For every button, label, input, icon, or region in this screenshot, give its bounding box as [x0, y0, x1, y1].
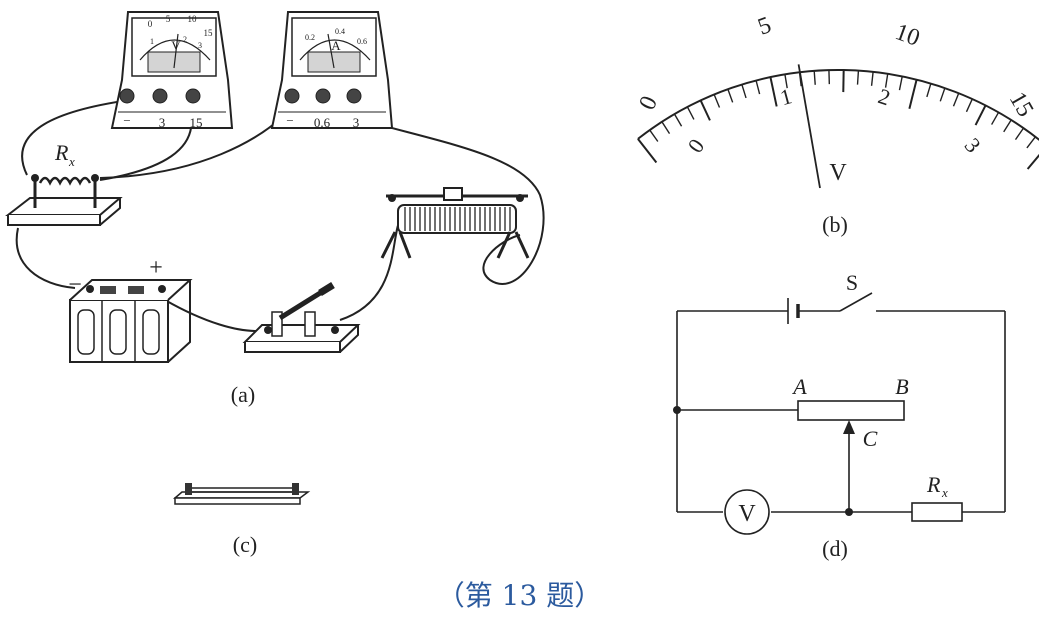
ammeter-terminal-minus: −	[286, 113, 293, 128]
rx-resistor-board	[5, 174, 123, 226]
dial-tick	[1026, 153, 1039, 170]
dial-tick	[686, 106, 695, 120]
voltmeter-terminal-minus: −	[123, 113, 130, 128]
dial-tick	[769, 76, 778, 107]
dial-tick	[926, 83, 932, 98]
dial-needle	[797, 64, 821, 189]
ammeter-terminal-3: 3	[353, 115, 360, 130]
battery-minus-label: −	[68, 272, 82, 298]
switch-label-s: S	[846, 270, 858, 295]
dial-tick	[1014, 127, 1025, 141]
dial-tick	[991, 112, 1000, 125]
dial-tick	[1026, 136, 1036, 149]
ammeter-scale-02: 0.2	[305, 33, 315, 42]
voltmeter-inner-2: 2	[183, 35, 187, 44]
dial-inner-label-3: 3	[960, 133, 986, 157]
rx-resistor-symbol	[911, 502, 963, 522]
dial-tick	[649, 129, 659, 142]
voltmeter-unit-label: V	[171, 38, 181, 53]
dial-tick	[1003, 119, 1012, 133]
dial-inner-label-0: 0	[682, 134, 709, 157]
slide-rheostat-ab	[797, 400, 905, 421]
ammeter-scale-04: 0.4	[335, 27, 345, 36]
figure-b-voltmeter-scale: 0 5 10 15 0 1 2 3 V (b)	[634, 12, 1039, 237]
dial-tick	[673, 113, 683, 127]
figure-c-caption: (c)	[233, 532, 257, 557]
voltmeter-scale-15: 15	[204, 28, 214, 38]
rheostat	[380, 187, 530, 259]
junction-left	[673, 406, 681, 414]
dial-outer-label-5: 5	[755, 12, 775, 41]
figure-b-caption: (b)	[822, 212, 848, 237]
voltmeter-symbol	[724, 489, 770, 535]
voltmeter-inner-1: 1	[150, 37, 154, 46]
dial-tick	[713, 94, 721, 108]
dial-tick	[965, 98, 973, 113]
wire-ammeter-rheostat	[329, 109, 545, 285]
dial-tick	[952, 92, 960, 107]
figure-d-circuit: S A B C V R x (d)	[673, 270, 1006, 561]
wire-switch-rheostat	[339, 219, 401, 321]
problem-caption: （第 13 题）	[436, 579, 603, 612]
knife-switch	[242, 282, 361, 353]
dial-tick	[974, 104, 987, 126]
dial-tick	[661, 121, 671, 134]
dial-tick-marks	[637, 69, 1039, 170]
slider-label-c: C	[863, 426, 878, 451]
rx-label-d-subscript: x	[941, 485, 948, 500]
ammeter-device	[270, 11, 394, 129]
ammeter-terminal-06: 0.6	[314, 115, 331, 130]
dial-tick	[741, 84, 747, 99]
ammeter-unit-label: A	[331, 38, 341, 53]
slider-arrow-c	[843, 420, 855, 434]
wire-rx-battery	[15, 227, 76, 289]
voltmeter-scale-5: 5	[166, 14, 171, 24]
rheostat-label-a: A	[791, 374, 807, 399]
dial-tick	[784, 74, 788, 89]
wire-rx-voltmeter-minus	[21, 99, 131, 176]
figure-a-caption: (a)	[231, 382, 255, 407]
dial-arc	[637, 69, 1039, 141]
figure-d-caption: (d)	[822, 536, 848, 561]
rx-label-main: R	[54, 140, 69, 165]
voltmeter-scale-0: 0	[148, 19, 153, 29]
dial-outer-label-0: 0	[634, 92, 663, 114]
dial-tick	[884, 73, 889, 88]
ammeter-scale-06: 0.6	[357, 37, 367, 46]
dial-tick	[870, 71, 874, 86]
figure-a: 0 5 10 15 1 2 3 V − 3 15 0.2 0.4 0.6 A −…	[5, 11, 545, 407]
figure-c-wire-board: (c)	[172, 483, 311, 557]
dial-tick	[727, 88, 734, 103]
dial-inner-label-1: 1	[778, 83, 795, 110]
dial-tick	[699, 100, 711, 121]
dial-tick	[898, 76, 903, 91]
rx-label-d-main: R	[926, 472, 941, 497]
voltmeter-inner-3: 3	[198, 41, 202, 50]
dial-tick	[939, 87, 946, 102]
wire-battery-switch	[164, 299, 269, 332]
dial-tick	[755, 80, 761, 95]
voltmeter-scale-10: 10	[188, 14, 198, 24]
voltmeter-device	[110, 11, 234, 129]
dial-tick	[637, 138, 658, 164]
dial-outer-label-10: 10	[892, 19, 923, 52]
dial-unit-label: V	[829, 160, 847, 186]
dial-tick	[908, 79, 918, 110]
dial-tick	[813, 70, 816, 85]
battery-plus-label: +	[149, 255, 163, 281]
dial-inner-label-2: 2	[875, 83, 893, 110]
voltmeter-symbol-label: V	[738, 501, 756, 527]
rx-label-subscript: x	[68, 154, 75, 169]
rheostat-label-b: B	[895, 374, 908, 399]
dial-tick	[856, 70, 860, 85]
voltmeter-terminal-15: 15	[190, 115, 203, 130]
switch-blade	[839, 292, 873, 312]
voltmeter-terminal-3: 3	[159, 115, 166, 130]
dial-outer-label-15: 15	[1004, 88, 1039, 122]
battery-pack	[69, 279, 193, 363]
junction-bottom	[845, 508, 853, 516]
